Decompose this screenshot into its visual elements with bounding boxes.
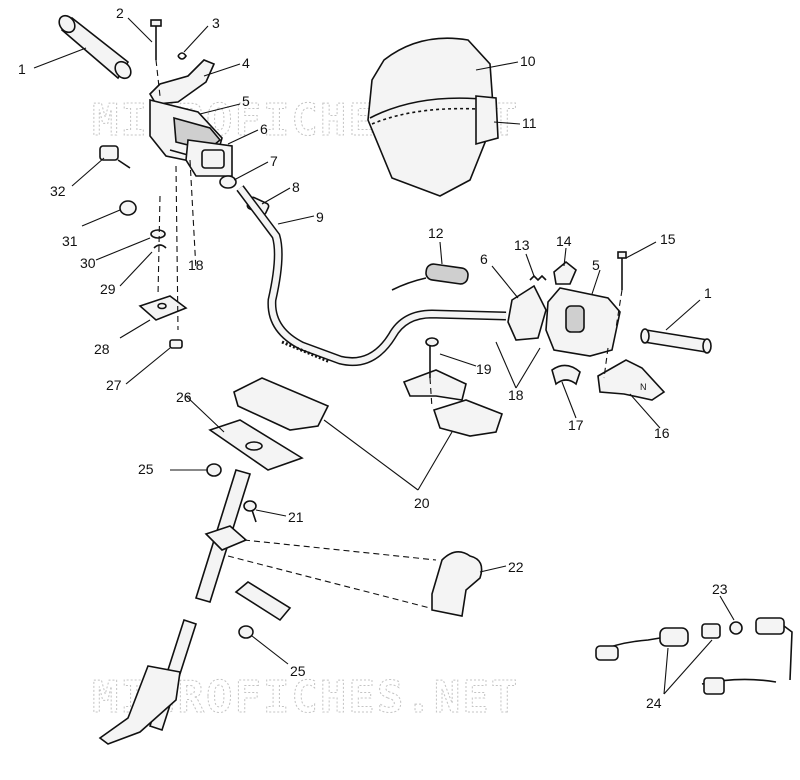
brake-lever-16: N bbox=[597, 359, 666, 401]
callout-30: 30 bbox=[80, 255, 96, 271]
callout-18-right: 18 bbox=[508, 387, 524, 403]
clip-3 bbox=[177, 52, 187, 60]
spring-13 bbox=[529, 274, 547, 282]
callouts: 1 2 3 4 5 6 7 8 9 10 11 12 6 13 14 5 15 … bbox=[18, 5, 728, 711]
callout-25-lower: 25 bbox=[290, 663, 306, 679]
callout-10: 10 bbox=[520, 53, 536, 69]
heater-wire-12 bbox=[391, 263, 469, 291]
callout-14: 14 bbox=[556, 233, 572, 249]
screw-27 bbox=[169, 339, 183, 349]
callout-1-right: 1 bbox=[704, 285, 712, 301]
right-grip-1 bbox=[640, 328, 712, 354]
windshield-10 bbox=[367, 37, 495, 197]
callout-12: 12 bbox=[428, 225, 444, 241]
callout-8: 8 bbox=[292, 179, 300, 195]
callout-5-left: 5 bbox=[242, 93, 250, 109]
callout-19: 19 bbox=[476, 361, 492, 377]
callout-16: 16 bbox=[654, 425, 670, 441]
spring-clip-17 bbox=[551, 364, 581, 386]
mount-plate-28 bbox=[138, 295, 188, 321]
callout-3: 3 bbox=[212, 15, 220, 31]
callout-7: 7 bbox=[270, 153, 278, 169]
nut-25b bbox=[238, 625, 254, 639]
callout-32: 32 bbox=[50, 183, 66, 199]
clip-29 bbox=[153, 244, 167, 249]
callout-26: 26 bbox=[176, 389, 192, 405]
callout-25-upper: 25 bbox=[138, 461, 154, 477]
callout-21: 21 bbox=[288, 509, 304, 525]
steering-plate-26 bbox=[208, 419, 304, 471]
callout-11: 11 bbox=[522, 115, 537, 131]
nut-25a bbox=[206, 463, 222, 477]
callout-4: 4 bbox=[242, 55, 250, 71]
left-grip bbox=[58, 14, 132, 80]
steering-post bbox=[98, 469, 252, 745]
callout-27: 27 bbox=[106, 377, 122, 393]
ignition-switch-24 bbox=[595, 623, 777, 695]
switch-cap-14 bbox=[553, 260, 577, 285]
handlebar-9 bbox=[236, 185, 507, 367]
brake-lever-bracket-6 bbox=[507, 284, 547, 341]
callout-31: 31 bbox=[62, 233, 78, 249]
grommet-7 bbox=[219, 175, 237, 189]
callout-6-left: 6 bbox=[260, 121, 268, 137]
bolt-21 bbox=[243, 500, 257, 523]
right-control-housing-5 bbox=[545, 287, 621, 357]
callout-9: 9 bbox=[316, 209, 324, 225]
svg-text:N: N bbox=[640, 382, 647, 392]
alignment-dashes bbox=[155, 59, 623, 609]
spacer-tube bbox=[234, 581, 292, 622]
switch-32 bbox=[99, 145, 131, 169]
key-switch bbox=[755, 617, 793, 681]
callout-18-left: 18 bbox=[188, 257, 204, 273]
callout-13: 13 bbox=[514, 237, 530, 253]
callout-5-right: 5 bbox=[592, 257, 600, 273]
callout-17: 17 bbox=[568, 417, 584, 433]
handlebar-clamp-20 bbox=[233, 369, 503, 437]
screw-2 bbox=[150, 19, 162, 60]
screw-15 bbox=[617, 251, 627, 290]
windshield-trim-11 bbox=[475, 95, 499, 146]
callout-22: 22 bbox=[508, 559, 524, 575]
callout-2: 2 bbox=[116, 5, 124, 21]
callout-20: 20 bbox=[414, 495, 430, 511]
bolt-19 bbox=[425, 337, 439, 378]
callout-23: 23 bbox=[712, 581, 728, 597]
washer-23 bbox=[729, 621, 743, 635]
leader-lines bbox=[33, 17, 735, 695]
housing-cover-6 bbox=[185, 139, 233, 177]
washer-30 bbox=[150, 229, 166, 239]
callout-15: 15 bbox=[660, 231, 676, 247]
nut-31 bbox=[119, 200, 137, 216]
callout-1-left: 1 bbox=[18, 61, 26, 77]
bracket-22 bbox=[431, 551, 483, 617]
callout-28: 28 bbox=[94, 341, 110, 357]
callout-24: 24 bbox=[646, 695, 662, 711]
callout-29: 29 bbox=[100, 281, 116, 297]
callout-6-right: 6 bbox=[480, 251, 488, 267]
